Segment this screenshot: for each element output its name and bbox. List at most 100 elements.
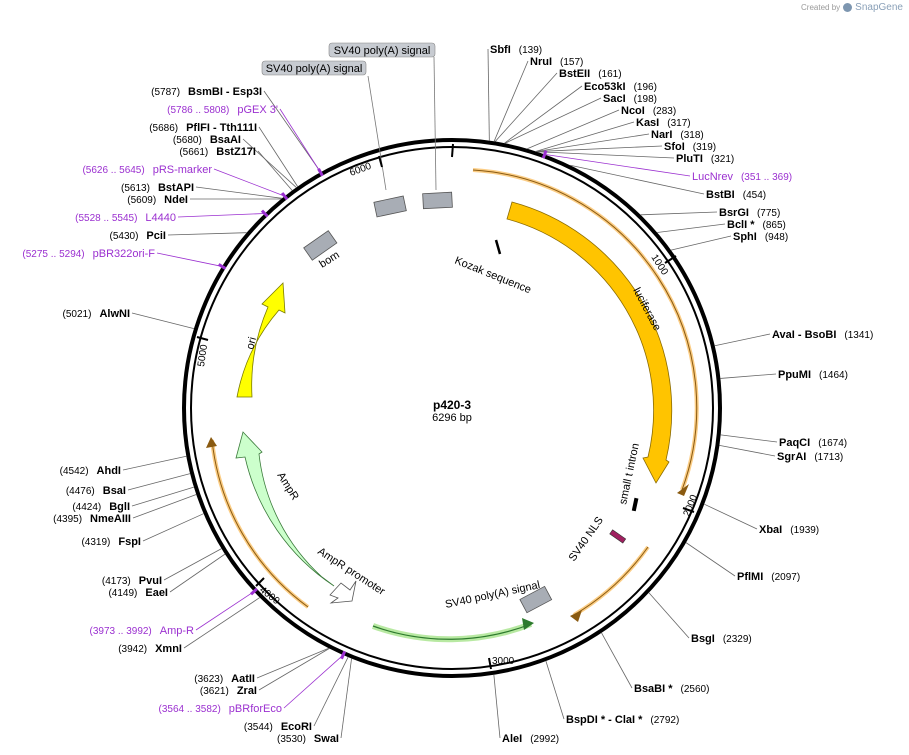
- site-position: (5680): [173, 135, 202, 146]
- backbone-outer-ring: [182, 138, 722, 678]
- site-position: (5275 .. 5294): [22, 249, 84, 260]
- left-leader-pflfi-tth111i: [258, 126, 298, 187]
- watermark-brand: SnapGene: [855, 2, 903, 13]
- right-leader-ppumi: [720, 373, 777, 379]
- right-site-nari: NarI(318): [651, 129, 704, 141]
- site-name: pBRforEco: [229, 703, 282, 715]
- site-name: KasI: [636, 117, 659, 129]
- right-site-alei: AleI(2992): [502, 733, 559, 745]
- sv40-polya-box-bottom: [519, 585, 553, 614]
- left-leader-pbrforeco: [283, 654, 344, 709]
- site-name: BstBI: [706, 189, 735, 201]
- callout-leader-1: [367, 75, 387, 191]
- site-position: (1713): [814, 452, 843, 463]
- restriction-sites-layer: SbfI(139)NruI(157)BstEII(161)Eco53kI(196…: [22, 44, 873, 745]
- site-position: (3530): [277, 734, 306, 745]
- tick-label-5000: 5000: [196, 343, 210, 367]
- site-position: (283): [653, 106, 676, 117]
- left-leader-zrai: [258, 648, 330, 691]
- tick-label-6000: 6000: [348, 161, 373, 179]
- right-site-bsabi: BsaBI *(2560): [634, 683, 709, 695]
- left-leader-pvui: [163, 548, 222, 581]
- site-position: (4319): [81, 537, 110, 548]
- site-position: (321): [711, 154, 734, 165]
- right-leader-pflmi: [685, 542, 736, 577]
- site-name: PluTI: [676, 153, 703, 165]
- right-leader-sphi: [670, 235, 732, 251]
- kozak-label: Kozak sequence: [453, 255, 533, 297]
- site-position: (5661): [179, 147, 208, 158]
- tick-3000: [488, 657, 492, 670]
- site-name: L4440: [145, 212, 176, 224]
- site-name: PciI: [146, 230, 166, 242]
- left-site-bstz17i: (5661) BstZ17I: [179, 146, 256, 158]
- left-leader-pgex-3: [279, 108, 321, 173]
- site-name: AleI: [502, 733, 522, 745]
- site-name: AlwNI: [99, 308, 130, 320]
- site-position: (3942): [118, 644, 147, 655]
- left-leader-bsaai: [242, 138, 297, 188]
- site-position: (198): [634, 94, 657, 105]
- ampr-label: AmpR: [274, 470, 300, 502]
- right-site-sphi: SphI(948): [733, 231, 788, 243]
- tick-1000: [664, 255, 677, 264]
- site-position: (4476): [66, 486, 95, 497]
- site-position: (4395): [53, 514, 82, 525]
- site-name: NruI: [530, 56, 552, 68]
- watermark-prefix: Created by: [801, 3, 841, 12]
- site-name: PflMI: [737, 571, 763, 583]
- right-leader-xbai: [704, 503, 758, 530]
- site-name: LucNrev: [692, 171, 733, 183]
- right-leader-bstbi: [570, 164, 705, 195]
- left-site-xmni: (3942)XmnI: [118, 643, 182, 655]
- highlight-arrowhead-3: [206, 437, 217, 448]
- left-site-ndei: (5609)NdeI: [127, 194, 188, 206]
- site-name: BstZ17I: [216, 146, 256, 158]
- site-name: SwaI: [314, 733, 339, 745]
- left-primer-mark-l4440: [260, 209, 269, 218]
- site-name: BclI *: [727, 219, 755, 231]
- right-leader-alei: [493, 674, 501, 739]
- left-leader-ahdi: [122, 455, 187, 471]
- right-site-bspdi-clai: BspDI * - ClaI *(2792): [566, 714, 679, 726]
- site-name: NarI: [651, 129, 672, 141]
- highlight-polyA-region: [572, 545, 650, 617]
- right-site-paqci: PaqCI(1674): [779, 437, 847, 449]
- callout-box-2: [328, 42, 436, 58]
- site-position: (5626 .. 5645): [82, 165, 144, 176]
- right-site-saci: SacI(198): [603, 93, 657, 105]
- site-name: AatII: [231, 673, 255, 685]
- site-position: (948): [765, 232, 788, 243]
- site-name: BsmBI - Esp3I: [188, 86, 262, 98]
- right-site-xbai: XbaI(1939): [759, 524, 819, 536]
- right-leader-bsgi: [648, 592, 690, 639]
- left-primer-mark-prs-marker: [280, 192, 289, 201]
- left-site-bsai: (4476)BsaI: [66, 485, 126, 497]
- left-site-pcii: (5430)PciI: [110, 230, 166, 242]
- ampr-feature-arrow: [235, 431, 335, 587]
- site-position: (319): [693, 142, 716, 153]
- tick-label-3000: 3000: [492, 656, 515, 667]
- right-site-bcli: BclI *(865): [727, 219, 786, 231]
- left-leader-fspi: [142, 513, 204, 542]
- site-name: EcoRI: [281, 721, 312, 733]
- right-leader-paqci: [720, 434, 778, 443]
- left-primer-mark-pbr322ori-f: [217, 263, 227, 270]
- right-site-lucnrev: LucNrev(351 .. 369): [692, 171, 792, 183]
- site-position: (1341): [844, 330, 873, 341]
- snapgene-watermark: Created by SnapGene: [801, 2, 903, 13]
- right-site-bsgi: BsgI(2329): [691, 633, 752, 645]
- left-leader-bsai: [127, 473, 191, 491]
- right-leader-sbfi: [487, 48, 490, 141]
- site-name: SbfI: [490, 44, 511, 56]
- left-site-pvui: (4173)PvuI: [102, 575, 162, 587]
- right-site-pflmi: PflMI(2097): [737, 571, 800, 583]
- luciferase-feature-arrow: [506, 201, 673, 484]
- left-site-fspi: (4319)FspI: [81, 536, 141, 548]
- left-leader-bgli: [131, 486, 194, 507]
- origin-tick: [451, 143, 454, 158]
- site-name: pRS-marker: [153, 164, 213, 176]
- small-t-intron-label: small t intron: [617, 442, 642, 505]
- callout-leader-2: [433, 56, 437, 191]
- left-leader-l4440: [177, 213, 265, 218]
